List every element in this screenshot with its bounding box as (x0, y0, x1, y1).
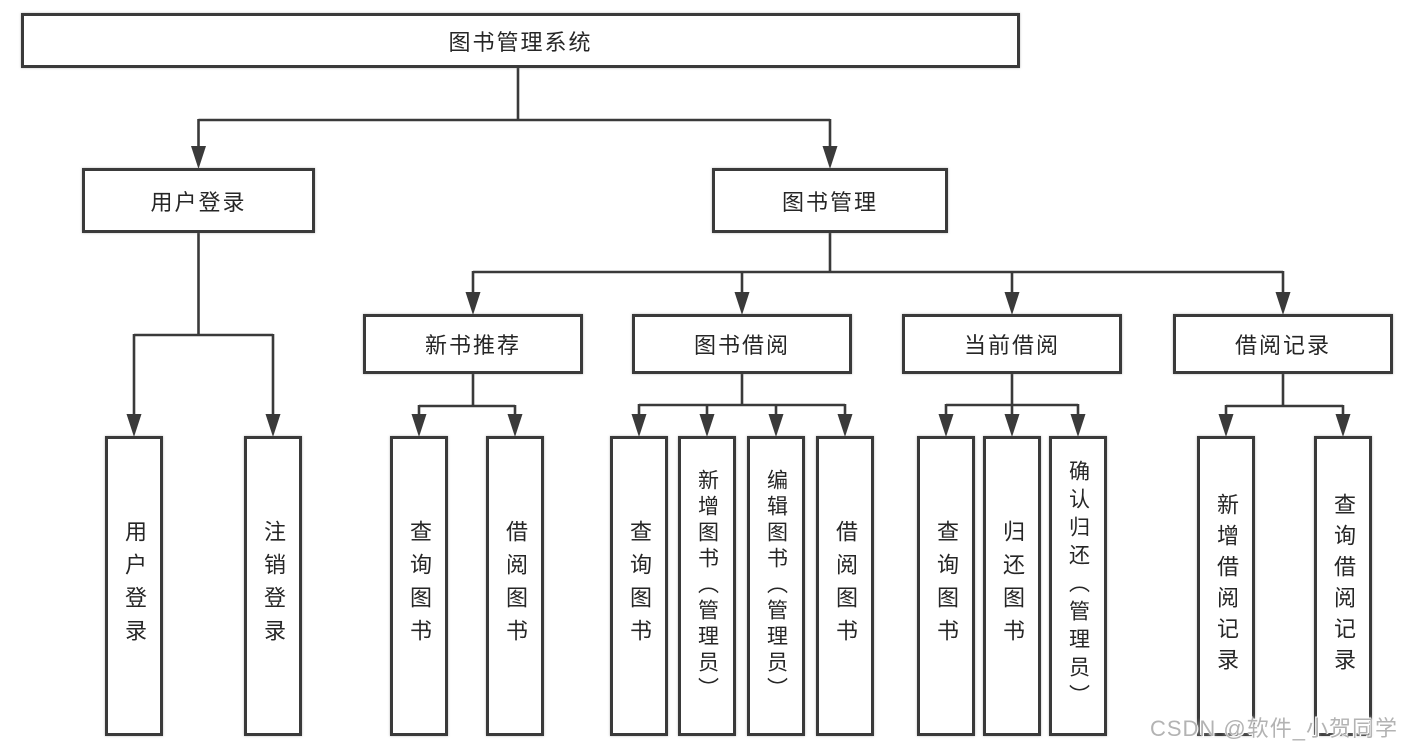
node-new-book-recommend: 新书推荐 (363, 314, 583, 374)
node-label: 新书推荐 (424, 333, 521, 358)
leaf-query-books-current: 查询图书 (917, 436, 975, 736)
leaf-label: 借阅图书 (833, 520, 858, 652)
leaf-label: 查询图书 (934, 520, 959, 652)
node-label: 图书管理 (781, 189, 878, 215)
leaf-label: 新增图书（管理员） (695, 469, 719, 703)
node-label: 当前借阅 (963, 333, 1060, 358)
node-current-borrow: 当前借阅 (902, 314, 1122, 374)
leaf-query-borrow-record: 查询借阅记录 (1314, 436, 1372, 736)
leaf-label: 用户登录 (122, 520, 147, 652)
leaf-query-books-borrow: 查询图书 (610, 436, 668, 736)
leaf-label: 编辑图书（管理员） (764, 469, 788, 703)
leaf-edit-book-admin: 编辑图书（管理员） (747, 436, 805, 736)
leaf-label: 借阅图书 (503, 520, 528, 652)
leaf-borrow-books-newrec: 借阅图书 (486, 436, 544, 736)
node-label: 用户登录 (150, 189, 247, 215)
leaf-add-book-admin: 新增图书（管理员） (678, 436, 736, 736)
leaf-label: 查询图书 (627, 520, 652, 652)
leaf-logout: 注销登录 (244, 436, 302, 736)
leaf-label: 查询图书 (407, 520, 432, 652)
node-label: 借阅记录 (1234, 333, 1331, 358)
node-label: 图书借阅 (693, 333, 790, 358)
leaf-label: 确认归还（管理员） (1066, 460, 1090, 712)
node-label: 图书管理系统 (448, 29, 593, 55)
leaf-borrow-books: 借阅图书 (816, 436, 874, 736)
node-library-management-system: 图书管理系统 (21, 13, 1020, 68)
leaf-label: 注销登录 (261, 520, 286, 652)
node-borrow-records: 借阅记录 (1173, 314, 1393, 374)
leaf-user-login: 用户登录 (105, 436, 163, 736)
leaf-label: 新增借阅记录 (1214, 493, 1239, 679)
leaf-label: 归还图书 (1000, 520, 1025, 652)
node-book-management: 图书管理 (712, 168, 948, 233)
leaf-query-books-newrec: 查询图书 (390, 436, 448, 736)
leaf-add-borrow-record: 新增借阅记录 (1197, 436, 1255, 736)
leaf-label: 查询借阅记录 (1331, 493, 1356, 679)
leaf-return-books: 归还图书 (983, 436, 1041, 736)
leaf-confirm-return-admin: 确认归还（管理员） (1049, 436, 1107, 736)
node-user-login: 用户登录 (82, 168, 315, 233)
csdn-watermark: CSDN @软件_小贺同学 (1149, 716, 1398, 741)
node-book-borrow: 图书借阅 (632, 314, 852, 374)
